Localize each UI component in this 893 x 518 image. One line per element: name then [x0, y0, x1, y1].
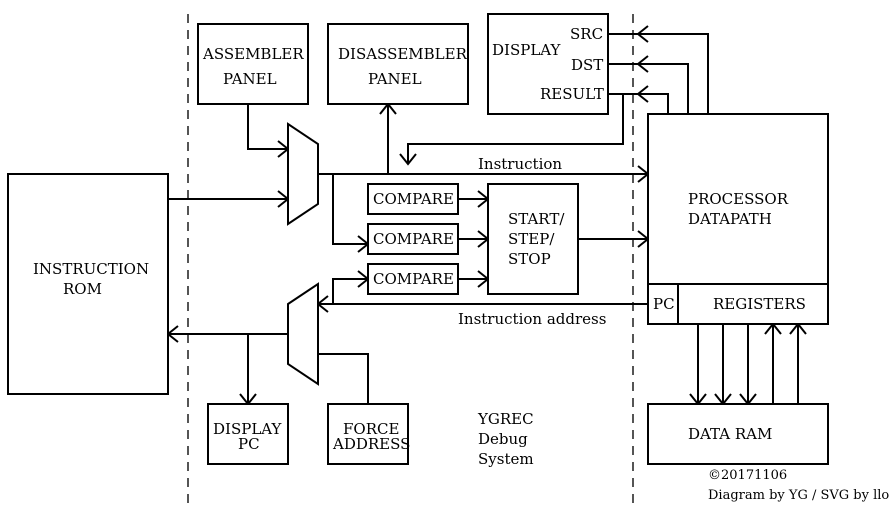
- display-pc-label-2: PC: [238, 435, 260, 453]
- force-address-wire: [318, 353, 369, 404]
- copyright-text: ©20171106: [708, 468, 787, 483]
- display-port-result: RESULT: [540, 85, 604, 103]
- instruction-rom-block: INSTRUCTION ROM: [7, 173, 169, 395]
- to-compare-2-wire: [332, 174, 368, 245]
- result-wire: [608, 93, 669, 114]
- disassembler-panel-label-2: PANEL: [368, 70, 422, 88]
- assembler-panel-label-1: ASSEMBLER: [202, 45, 304, 63]
- display-block: DISPLAY SRC DST RESULT: [487, 13, 609, 115]
- compare-label-1: COMPARE: [373, 190, 454, 208]
- instruction-address-label: Instruction address: [458, 310, 606, 328]
- display-port-src: SRC: [570, 25, 603, 43]
- result-feedback-arrow: [399, 153, 417, 166]
- disassembler-panel-label-1: DISASSEMBLER: [338, 45, 468, 63]
- instruction-rom-label-1: INSTRUCTION: [33, 260, 149, 278]
- stop-label: STOP: [508, 250, 551, 268]
- system-name-line-1: YGREC: [477, 410, 534, 428]
- credit-text: Diagram by YG / SVG by llo: [708, 488, 889, 503]
- data-ram-block: DATA RAM: [647, 403, 829, 465]
- src-arrow: [636, 25, 649, 43]
- instruction-mux: [287, 122, 319, 226]
- pc-label: PC: [653, 295, 675, 313]
- force-address-block: FORCE ADDRESS: [327, 403, 410, 465]
- system-name-line-2: Debug: [478, 430, 528, 448]
- dst-wire: [608, 63, 689, 114]
- pc-block: PC: [647, 283, 679, 325]
- display-pc-label-1: DISPLAY: [213, 420, 283, 438]
- result-feedback-wire: [407, 94, 624, 164]
- start-label: START/: [508, 210, 565, 228]
- assembler-to-mux-wire: [247, 104, 288, 150]
- compare-block-1: COMPARE: [367, 183, 459, 215]
- compare-label-2: COMPARE: [373, 230, 454, 248]
- data-ram-label: DATA RAM: [688, 425, 772, 443]
- to-compare-3-wire: [332, 278, 368, 304]
- force-address-label-2: ADDRESS: [332, 435, 410, 453]
- compare-label-3: COMPARE: [373, 270, 454, 288]
- display-pc-block: DISPLAY PC: [207, 403, 289, 465]
- display-port-dst: DST: [571, 56, 603, 74]
- disassembler-panel-block: DISASSEMBLER PANEL: [327, 23, 469, 105]
- result-arrow: [636, 85, 649, 103]
- compare-block-2: COMPARE: [367, 223, 459, 255]
- registers-label: REGISTERS: [713, 295, 806, 313]
- instruction-bus-label: Instruction: [478, 155, 562, 173]
- processor-datapath-block: PROCESSOR DATAPATH: [647, 113, 829, 285]
- processor-label-1: PROCESSOR: [688, 190, 789, 208]
- dst-arrow: [636, 55, 649, 73]
- compare-block-3: COMPARE: [367, 263, 459, 295]
- force-address-label-1: FORCE: [343, 420, 399, 438]
- src-wire: [608, 33, 709, 114]
- system-name-line-3: System: [478, 450, 534, 468]
- step-label: STEP/: [508, 230, 555, 248]
- processor-label-2: DATAPATH: [688, 210, 772, 228]
- address-mux: [287, 282, 319, 386]
- instruction-rom-label-2: ROM: [63, 280, 102, 298]
- display-label: DISPLAY: [492, 41, 562, 59]
- assembler-panel-block: ASSEMBLER PANEL: [197, 23, 309, 105]
- start-step-stop-block: START/ STEP/ STOP: [487, 183, 579, 295]
- registers-block: REGISTERS: [677, 283, 829, 325]
- assembler-panel-label-2: PANEL: [223, 70, 277, 88]
